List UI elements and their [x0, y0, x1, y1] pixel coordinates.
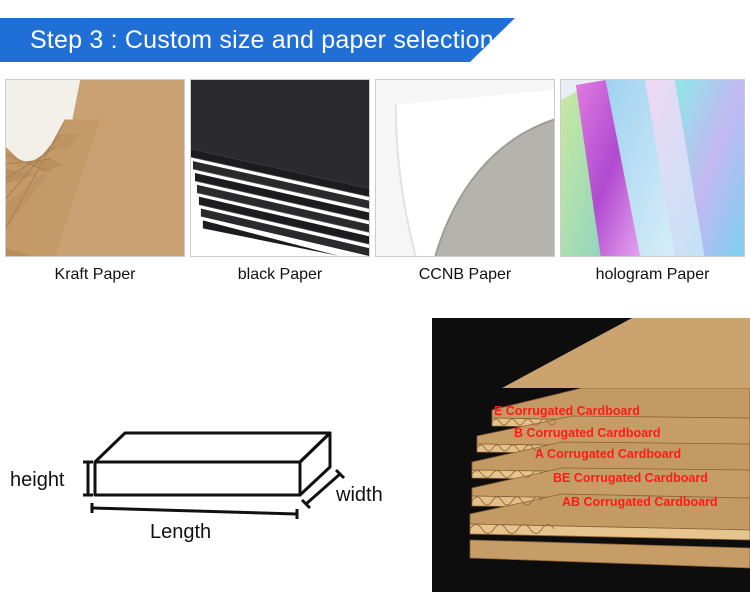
black-paper-image — [190, 79, 370, 257]
banner-title: Step 3 : Custom size and paper selection — [30, 26, 494, 54]
kraft-paper-image — [5, 79, 185, 257]
corrugated-type-e-label: E Corrugated Cardboard — [494, 404, 640, 418]
corrugated-type-a-label: A Corrugated Cardboard — [535, 447, 682, 461]
corrugated-type-ab-label: AB Corrugated Cardboard — [562, 495, 718, 509]
height-label: height — [10, 469, 65, 491]
ccnb-paper-label: CCNB Paper — [418, 266, 512, 283]
length-label: Length — [150, 521, 212, 543]
width-label: width — [336, 484, 383, 506]
corrugated-type-b-label: B Corrugated Cardboard — [514, 426, 661, 440]
hologram-paper-label: hologram Paper — [595, 266, 710, 283]
corrugated-cardboard-image: E Corrugated Cardboard B Corrugated Card… — [432, 318, 750, 592]
ccnb-paper-image — [375, 79, 555, 257]
black-paper-label: black Paper — [237, 266, 323, 283]
step-banner: Step 3 : Custom size and paper selection — [0, 18, 515, 62]
box-dimension-diagram — [83, 431, 346, 519]
hologram-paper-image — [560, 79, 745, 257]
corrugated-type-be-label: BE Corrugated Cardboard — [553, 471, 708, 485]
kraft-paper-label: Kraft Paper — [54, 266, 136, 283]
